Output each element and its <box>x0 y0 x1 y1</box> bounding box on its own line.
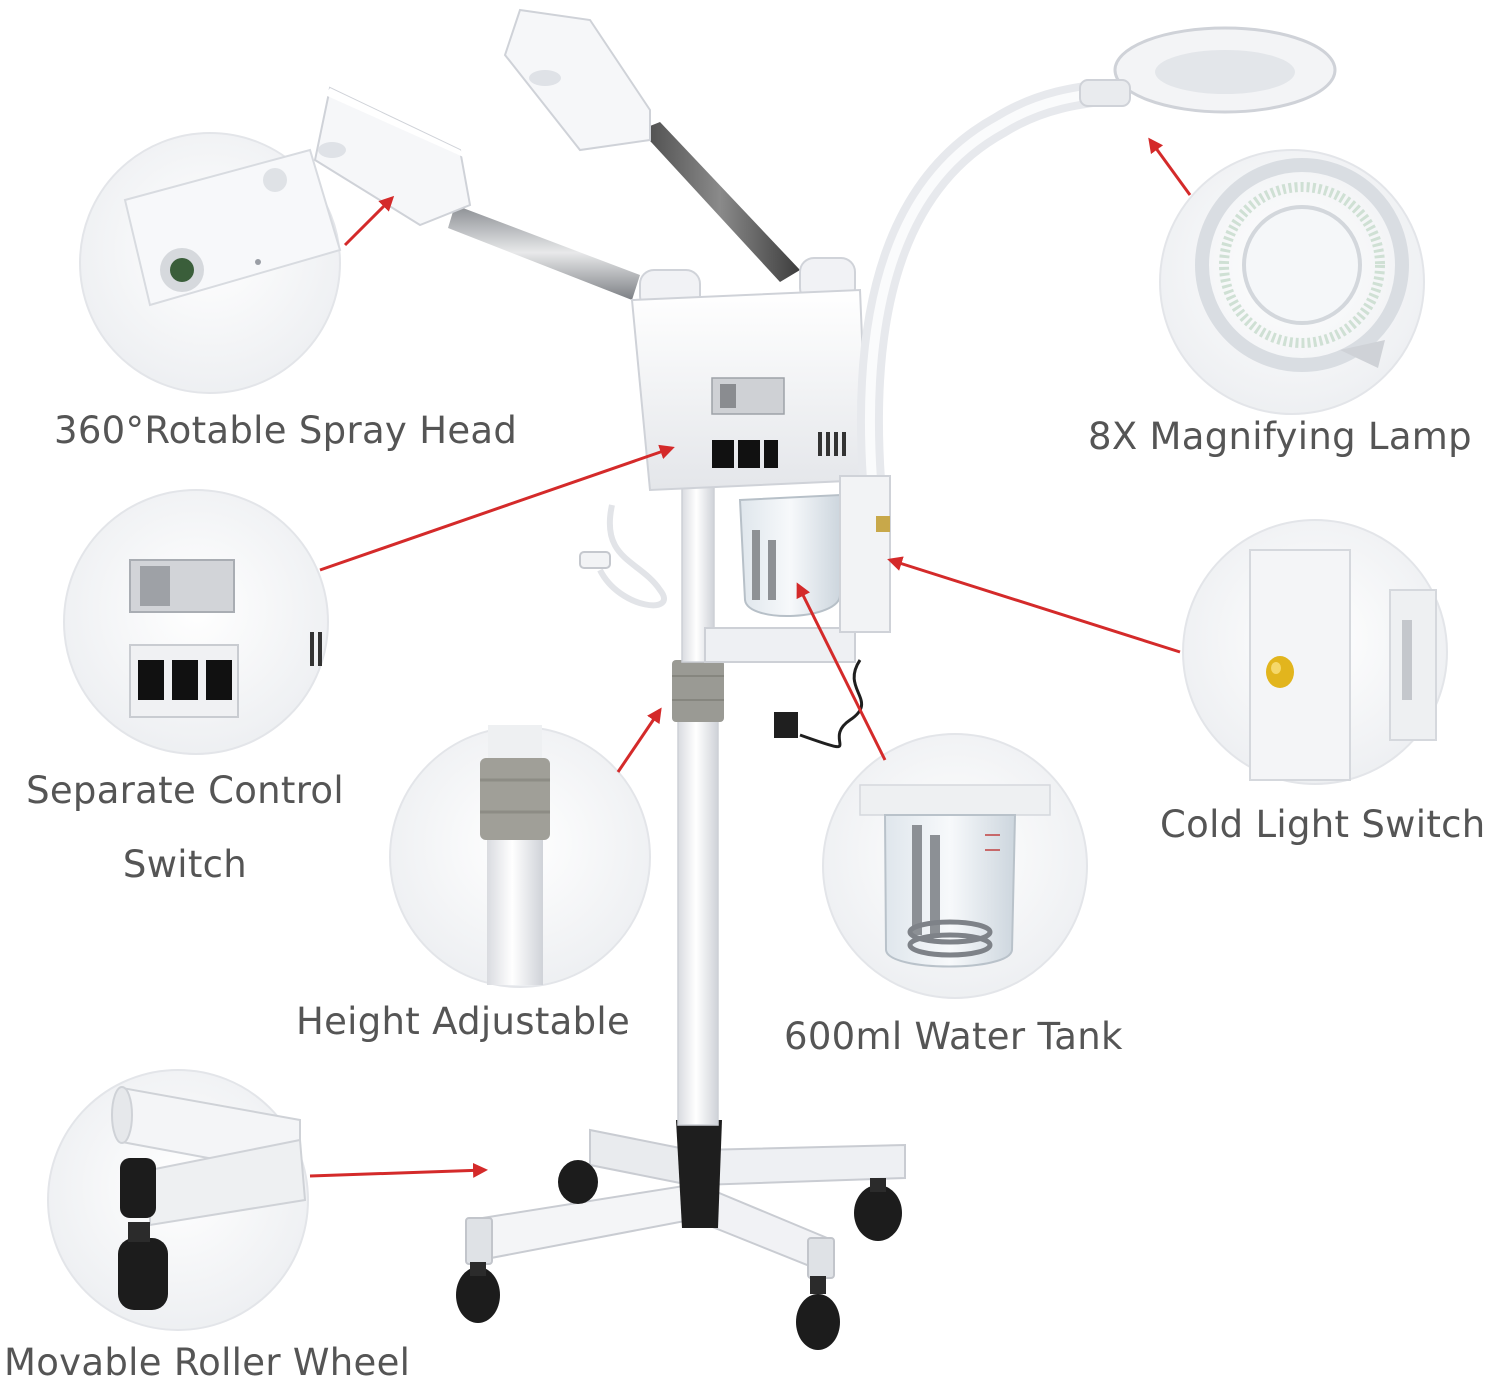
arrow-water-tank <box>796 582 887 761</box>
caster-base <box>456 1120 906 1350</box>
arrow-control-switch <box>319 444 675 572</box>
lower-pole <box>677 719 719 1126</box>
spray-arm-front <box>313 86 640 300</box>
caster-wheel <box>456 1262 500 1323</box>
label-roller-wheel: Movable Roller Wheel <box>4 1341 411 1384</box>
caster-wheel <box>558 1160 598 1204</box>
label-control-switch-line1: Separate Control <box>26 769 344 812</box>
spray-arm-back <box>503 8 800 282</box>
label-cold-light-switch: Cold Light Switch <box>1160 803 1486 846</box>
label-water-tank: 600ml Water Tank <box>784 1015 1123 1058</box>
detail-circle-magnifier <box>1159 149 1425 415</box>
label-control-switch-line2: Switch <box>122 843 248 886</box>
label-magnifying-lamp: 8X Magnifying Lamp <box>1088 415 1472 458</box>
main-housing <box>630 257 870 492</box>
arrow-wheel <box>309 1162 488 1178</box>
water-tank <box>738 493 841 617</box>
arrow-magnifier <box>1148 137 1192 196</box>
cold-light-knob <box>876 516 890 532</box>
height-collar <box>672 660 724 722</box>
cold-light-housing <box>839 475 891 633</box>
label-height-adjustable: Height Adjustable <box>296 1000 631 1043</box>
caster-wheel <box>796 1276 840 1350</box>
toggle-switch-panel <box>712 440 778 468</box>
label-spray-head: 360°Rotable Spray Head <box>54 409 518 452</box>
detail-circle-control-switch <box>63 489 329 755</box>
arrow-cold-light <box>887 556 1181 654</box>
caster-wheel <box>854 1178 902 1241</box>
arrow-spray-head <box>343 195 395 247</box>
power-plug <box>774 712 798 738</box>
facial-steamer-device <box>313 8 1337 1350</box>
support-bracket <box>704 627 856 663</box>
callout-arrows <box>309 137 1192 1178</box>
arrow-height <box>616 707 662 773</box>
detail-circle-spray-head <box>79 132 342 394</box>
gooseneck-arm <box>856 79 1123 493</box>
detail-circle-height <box>389 725 651 988</box>
detail-circle-water-tank <box>822 733 1088 999</box>
vent-slots <box>818 432 846 456</box>
detail-circle-cold-light <box>1182 519 1448 785</box>
magnifier-head <box>1079 26 1337 114</box>
detail-circle-wheel <box>47 1069 309 1331</box>
